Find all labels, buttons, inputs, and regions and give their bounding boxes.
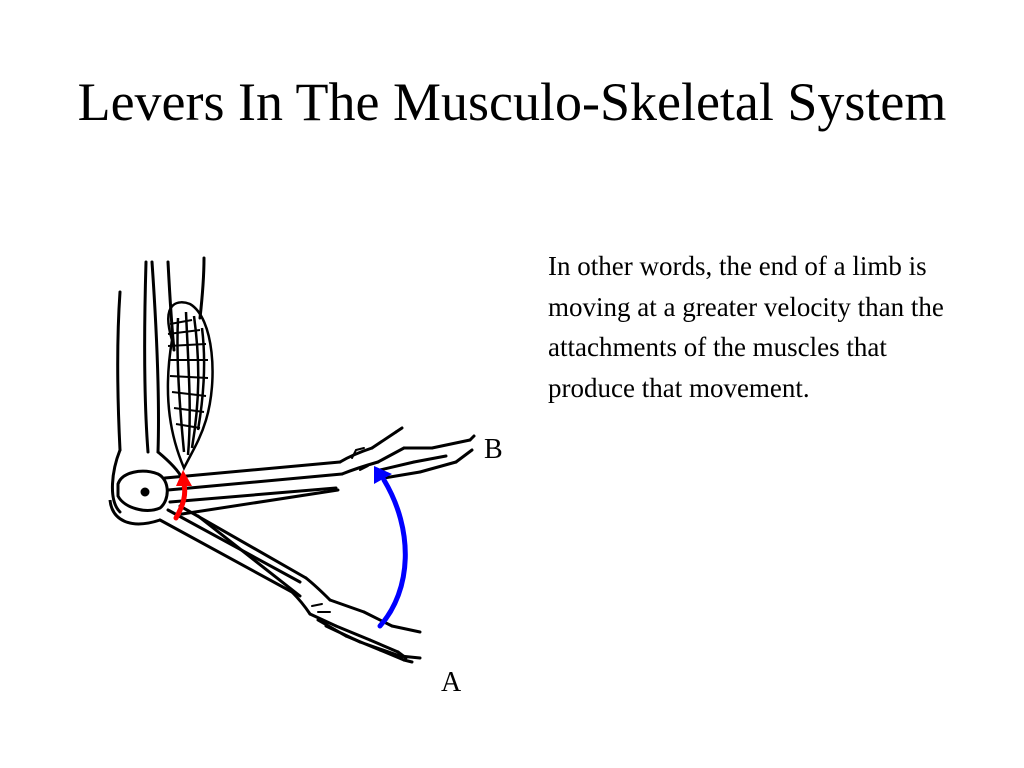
- position-a-label: A: [441, 667, 462, 698]
- muscle-insertion-arrow: [173, 470, 192, 521]
- position-b-label: B: [484, 434, 503, 465]
- limb-end-arrow: [374, 466, 408, 629]
- elbow-joint: [108, 469, 169, 526]
- forearm-position-a: [158, 504, 422, 664]
- forearm-position-b: [163, 426, 476, 516]
- biceps-muscle: [166, 301, 214, 471]
- explanation-text: In other words, the end of a limb is mov…: [548, 251, 944, 403]
- slide-title: Levers In The Musculo-Skeletal System: [77, 72, 947, 132]
